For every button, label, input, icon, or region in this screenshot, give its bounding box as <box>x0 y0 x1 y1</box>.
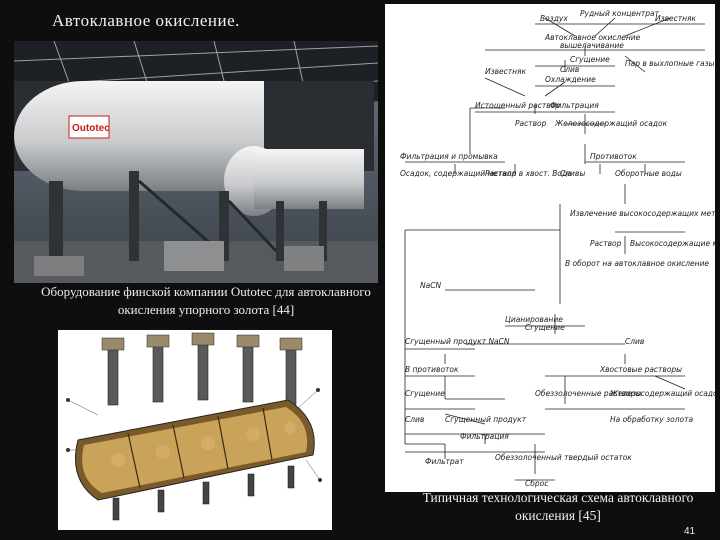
scheme-node: Железосодержащий осадок <box>609 389 715 398</box>
scheme-node: Сгущенный продукт <box>445 415 527 424</box>
scheme-node: Осадок, содержащий металл <box>400 169 517 178</box>
scheme-node: Раствор <box>515 119 547 128</box>
scheme-node: Фильтрация и промывка <box>400 152 498 161</box>
scheme-node: Железосодержащий осадок <box>554 119 668 128</box>
flow-diagram: Воздух Рудный концентрат Известняк Авток… <box>400 9 715 488</box>
scheme-node: вышелачивание <box>560 41 624 50</box>
autoclave-plant-illustration: Outotec <box>14 41 378 283</box>
scheme-node: В противоток <box>405 365 459 374</box>
scheme-node: В оборот на автоклавное окисление <box>565 259 709 268</box>
page-number: 41 <box>684 526 696 537</box>
cutaway-illustration <box>66 332 322 521</box>
scheme-node: Автоклавное окисление <box>544 33 641 42</box>
scheme-node: Известняк <box>655 14 697 23</box>
scheme-node: Охлаждение <box>545 75 596 84</box>
scheme-node: Оборотные воды <box>615 169 682 178</box>
outotec-logo: Outotec <box>72 123 110 134</box>
scheme-node: NaCN <box>420 281 441 290</box>
scheme-node: Фильтрат <box>425 457 464 466</box>
scheme-node: Сгущенный продукт NaCN <box>405 337 510 346</box>
autoclave-photo: Outotec <box>14 41 378 283</box>
scheme-node: Рудный концентрат <box>580 9 660 18</box>
scheme-node: Фильтрация <box>550 101 599 110</box>
scheme-node: Истощенный раствор <box>475 101 560 110</box>
scheme-node: Цианирование <box>505 315 563 324</box>
scheme-node: Воздух <box>540 14 568 23</box>
scheme-node: Слив <box>560 65 579 74</box>
scheme-node: Пар в выхлопные газы <box>625 59 715 68</box>
process-flow-scheme: Воздух Рудный концентрат Известняк Авток… <box>385 4 715 492</box>
scheme-node: Обеззолоченные растворы <box>535 389 641 398</box>
photo-caption: Оборудование финской компании Outotec дл… <box>41 284 371 317</box>
scheme-node: Сгущение <box>525 323 565 332</box>
scheme-node: Сгущение <box>405 389 445 398</box>
scheme-node: Фильтрация <box>460 432 509 441</box>
scheme-caption: Типичная технологическая схема автоклавн… <box>422 490 694 523</box>
scheme-node: Извлечение высокосодержащих металлов <box>570 209 715 218</box>
scheme-node: Сгущение <box>570 55 610 64</box>
scheme-node: Слив <box>405 415 424 424</box>
scheme-node: Раствор <box>590 239 622 248</box>
scheme-node: Хвостовые растворы <box>599 365 682 374</box>
scheme-node: Сброс <box>525 479 549 488</box>
title-bar: Автоклавное окисление. <box>0 0 384 40</box>
scheme-node: Высокосодержащие металлы <box>630 239 715 248</box>
scheme-node: Известняк <box>485 67 527 76</box>
scheme-node: На обработку золота <box>610 415 693 424</box>
slide-title: Автоклавное окисление. <box>52 11 240 30</box>
scheme-node: Сливы <box>560 169 585 178</box>
autoclave-cutaway-drawing <box>58 330 332 530</box>
scheme-node: Противоток <box>590 152 637 161</box>
scheme-node: Слив <box>625 337 644 346</box>
scheme-node: Раствор в хвост. Вода <box>485 169 572 178</box>
scheme-node: Обеззолоченный твердый остаток <box>495 453 632 462</box>
